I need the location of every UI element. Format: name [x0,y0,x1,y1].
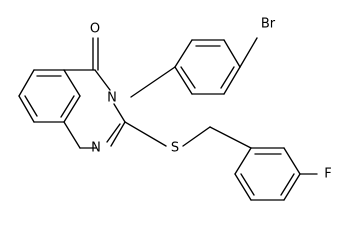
bond [18,95,35,123]
oxygen-label: O [90,22,100,37]
background [0,0,358,218]
thiobenzyl-linker [124,121,252,149]
bond-c-br [239,37,258,68]
double-bond-cn [106,123,121,143]
double-bond-inner [240,173,255,196]
bond [234,173,252,201]
bromophenyl-group [130,37,258,98]
bond [18,69,35,97]
double-bond-inner [24,95,38,117]
bond [63,69,81,97]
double-bond-inner [220,66,235,89]
bromine-label: Br [261,17,276,32]
fluorine-label: F [324,167,331,182]
sulfur-label: S [171,141,179,156]
fluorophenyl-group [234,147,318,201]
nitrogen-3-label: N [107,91,117,106]
bond [110,121,126,147]
double-bond-inner [280,173,295,196]
bond [174,39,193,68]
quinazolinone-core [18,37,126,149]
bond [174,66,193,95]
bond-s-ch2 [182,126,211,147]
bond [63,95,81,123]
bond [223,66,241,95]
nitrogen-1-label: N [91,141,101,156]
bond-ch2-aryl [209,126,252,149]
bond [223,39,241,68]
bond-n-aryl [130,66,176,98]
bond [283,173,301,201]
bond [94,69,111,91]
bond [113,103,126,123]
atom-labels: Br O N N S F [90,17,332,182]
bond [283,147,301,175]
molecule-structure: Br O N N S F [0,0,358,218]
double-bond-inner [60,95,75,118]
bond-c-s [124,121,167,147]
bond [63,121,81,149]
double-bond-inner [180,66,196,89]
bond [234,147,252,175]
